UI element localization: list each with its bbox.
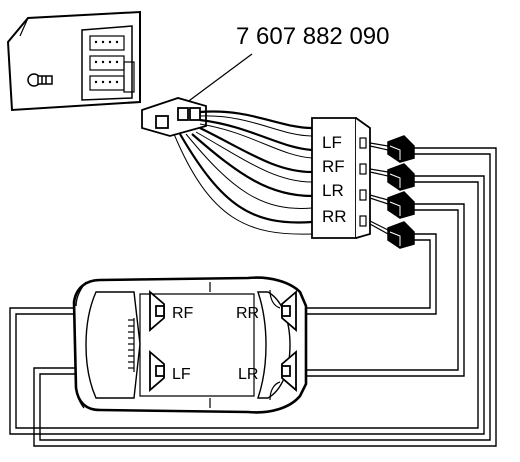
radio-chassis	[6, 10, 141, 112]
distributor-label-lr: LR	[322, 181, 344, 200]
speaker-front-left-icon	[149, 350, 165, 392]
distributor-box	[311, 117, 371, 239]
speaker-front-right-icon	[149, 290, 165, 332]
speaker-rear-left-icon	[281, 350, 297, 392]
speaker-label-front-right: RF	[172, 305, 194, 322]
antenna-bolt-icon	[27, 73, 53, 87]
car-outline	[72, 276, 308, 414]
speaker-label-rear-right: RR	[236, 305, 259, 322]
distributor-label-rr: RR	[322, 207, 347, 226]
connector-plug-rf-icon	[387, 163, 415, 191]
adapter-plug	[141, 97, 207, 137]
distributor-label-rf: RF	[322, 157, 345, 176]
part-number: 7 607 882 090	[236, 23, 389, 50]
harness-wires	[173, 110, 313, 235]
connector-plug-lf-icon	[387, 135, 415, 163]
speaker-label-rear-left: LR	[238, 366, 258, 383]
part-number-leader	[181, 53, 253, 107]
connector-plug-rr-icon	[387, 221, 415, 249]
speaker-label-front-left: LF	[172, 366, 191, 383]
plug-leads	[369, 142, 389, 235]
speaker-cables	[9, 147, 497, 447]
dashboard-scale	[128, 318, 135, 372]
connector-plug-lr-icon	[387, 191, 415, 219]
distributor-label-lf: LF	[322, 133, 342, 152]
speaker-rear-right-icon	[281, 290, 297, 332]
